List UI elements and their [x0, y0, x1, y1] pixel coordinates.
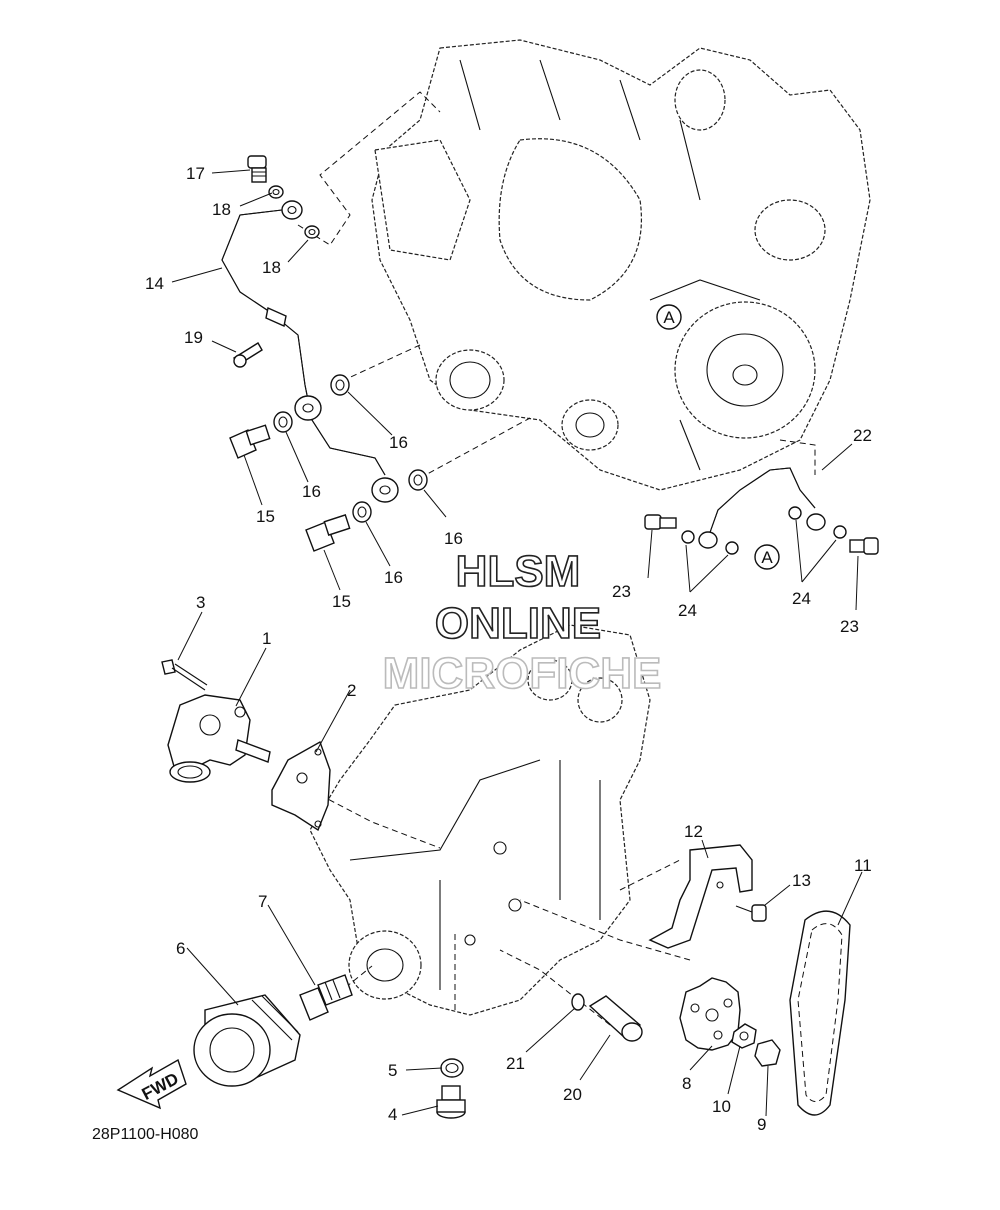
gasket-5	[440, 1058, 464, 1078]
label-23-a: 23	[612, 582, 631, 601]
label-2: 2	[347, 681, 356, 700]
label-12: 12	[684, 822, 703, 841]
pump-shaft-20	[588, 995, 643, 1042]
label-6: 6	[176, 939, 185, 958]
chain-guide-12	[648, 844, 753, 949]
oil-pump-1	[167, 694, 271, 783]
label-9: 9	[757, 1115, 766, 1134]
drain-plug-4	[436, 1085, 466, 1119]
label-16-c: 16	[444, 529, 463, 548]
label-4: 4	[388, 1105, 397, 1124]
sprocket-8	[679, 977, 741, 1051]
reference-mark-a-1: A	[663, 308, 675, 327]
label-17: 17	[186, 164, 205, 183]
washer-24-b	[725, 541, 739, 555]
label-15-b: 15	[332, 592, 351, 611]
fitting-7	[299, 974, 353, 1021]
washer-16-b	[273, 411, 293, 433]
label-13: 13	[792, 871, 811, 890]
union-bolt-15-b	[305, 514, 351, 552]
label-5: 5	[388, 1061, 397, 1080]
leader-lines	[171, 169, 863, 1117]
label-18-a: 18	[212, 200, 231, 219]
washer-24-c	[788, 506, 802, 520]
label-10: 10	[712, 1097, 731, 1116]
nut-9	[754, 1039, 781, 1067]
reference-mark-a-2: A	[761, 548, 773, 567]
label-16-d: 16	[384, 568, 403, 587]
watermark: HLSM ONLINE MICROFICHE	[382, 546, 662, 699]
label-14: 14	[145, 274, 164, 293]
watermark-line-1: HLSM	[456, 547, 581, 596]
union-bolt-17	[247, 155, 267, 183]
copper-washer-18-a	[268, 185, 284, 199]
label-21: 21	[506, 1054, 525, 1073]
label-1: 1	[262, 629, 271, 648]
washer-16-c	[408, 469, 428, 491]
drive-chain-11	[789, 910, 851, 1116]
part-number-labels: 17 18 18 14 19 16 16 16 16 15 15 22 23 2…	[145, 164, 872, 1134]
assembly-guide-lines	[297, 91, 816, 1026]
label-8: 8	[682, 1074, 691, 1093]
washer-16-a	[330, 374, 350, 396]
copper-washer-18-b	[304, 225, 320, 239]
union-bolt-15-a	[229, 424, 271, 459]
label-16-a: 16	[389, 433, 408, 452]
bolt-3	[161, 659, 208, 691]
label-23-b: 23	[840, 617, 859, 636]
union-bolt-23-b	[849, 537, 879, 555]
label-24-b: 24	[792, 589, 811, 608]
oil-delivery-pipe-14	[221, 200, 399, 503]
upper-crankcase-illustration	[371, 39, 871, 491]
washer-10	[731, 1023, 757, 1049]
label-18-b: 18	[262, 258, 281, 277]
washer-24-a	[681, 530, 695, 544]
reference-mark-a-circle-2	[754, 544, 780, 570]
union-bolt-23-a	[644, 514, 677, 530]
label-20: 20	[563, 1085, 582, 1104]
label-24-a: 24	[678, 601, 697, 620]
screw-19	[233, 342, 263, 368]
oil-filter-6	[193, 994, 301, 1087]
diagram-code: 28P1100-H080	[92, 1126, 199, 1143]
label-11: 11	[854, 856, 872, 875]
label-22: 22	[853, 426, 872, 445]
label-3: 3	[196, 593, 205, 612]
label-7: 7	[258, 892, 267, 911]
oil-pipe-22	[698, 467, 826, 549]
watermark-line-2: ONLINE	[435, 599, 601, 648]
label-19: 19	[184, 328, 203, 347]
label-15-a: 15	[256, 507, 275, 526]
reference-mark-a-circle-1	[656, 304, 682, 330]
watermark-line-3: MICROFICHE	[383, 649, 662, 698]
o-ring-21	[571, 993, 585, 1011]
washer-16-d	[352, 501, 372, 523]
fwd-arrow: FWD	[116, 1058, 187, 1110]
gasket-2	[271, 740, 331, 832]
bolt-13	[735, 904, 767, 922]
washer-24-d	[833, 525, 847, 539]
label-16-b: 16	[302, 482, 321, 501]
